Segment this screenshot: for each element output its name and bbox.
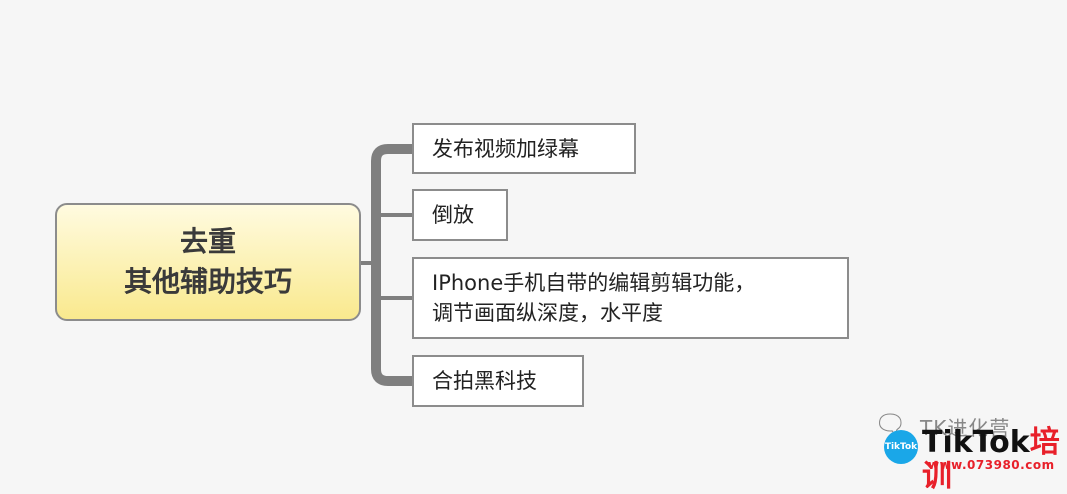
child-node-green-screen[interactable]: 发布视频加绿幕 [412,123,636,174]
watermark-site: www.073980.com [928,458,1055,472]
child-node-duet[interactable]: 合拍黑科技 [412,355,584,407]
root-node[interactable]: 去重 其他辅助技巧 [55,203,361,321]
watermark-account: TK进化营 [920,416,1011,440]
watermark-brand-main: TikTok [922,425,1030,460]
child-node-label-line1: IPhone手机自带的编辑剪辑功能， [432,271,756,295]
tiktok-logo-icon: TikTok [884,430,918,464]
child-node-label: 倒放 [432,203,474,227]
child-node-reverse[interactable]: 倒放 [412,189,508,241]
root-title-line1: 去重 [179,225,236,258]
child-node-label: 发布视频加绿幕 [432,136,579,161]
child-node-label: 合拍黑科技 [432,369,537,393]
mindmap-connectors [361,144,412,386]
bracket [371,144,412,386]
child-node-iphone-editing[interactable]: IPhone手机自带的编辑剪辑功能， 调节画面纵深度，水平度 [412,257,849,339]
watermark: 🗨 TK进化营 TikTok TikTok培训 www.073980.com [870,408,1067,494]
root-title-line2: 其他辅助技巧 [123,265,292,298]
child-node-label-line2: 调节画面纵深度，水平度 [432,301,663,325]
